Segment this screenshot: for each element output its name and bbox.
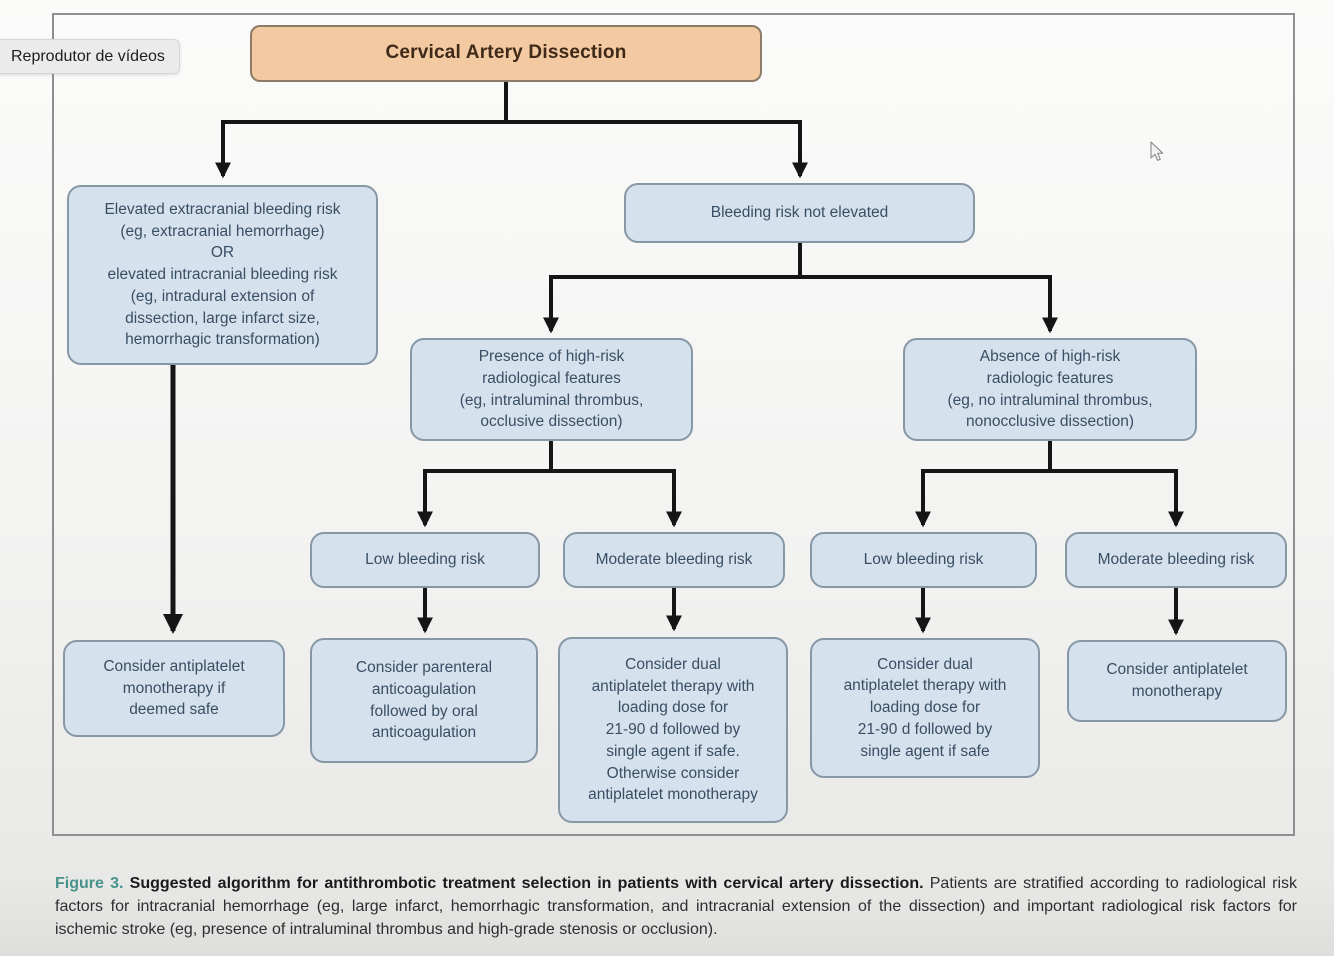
figure-caption-label: Figure 3.	[55, 875, 124, 892]
node-bleeding-risk-not-elevated: Bleeding risk not elevated	[624, 183, 975, 243]
video-player-tooltip-label: Reprodutor de vídeos	[11, 47, 165, 65]
node-moderate-bleeding-risk-left: Moderate bleeding risk	[563, 532, 785, 588]
node-antiplatelet-monotherapy: Consider antiplatelet monotherapy	[1067, 640, 1287, 722]
figure-frame	[52, 13, 1295, 836]
node-dual-antiplatelet-otherwise-mono: Consider dual antiplatelet therapy with …	[558, 637, 788, 823]
figure-caption-title: Suggested algorithm for antithrombotic t…	[123, 875, 924, 892]
node-elevated-bleeding-risk: Elevated extracranial bleeding risk (eg,…	[67, 185, 378, 365]
figure-caption-body: Patients are stratified according to rad…	[55, 875, 1298, 938]
node-antiplatelet-monotherapy-if-safe: Consider antiplatelet monotherapy if dee…	[63, 640, 285, 737]
node-dual-antiplatelet: Consider dual antiplatelet therapy with …	[810, 638, 1040, 778]
node-low-bleeding-risk-right: Low bleeding risk	[810, 532, 1037, 588]
video-player-tooltip: Reprodutor de vídeos	[0, 39, 180, 74]
node-cervical-artery-dissection: Cervical Artery Dissection	[250, 25, 762, 82]
node-moderate-bleeding-risk-right: Moderate bleeding risk	[1065, 532, 1287, 588]
node-parenteral-anticoagulation: Consider parenteral anticoagulation foll…	[310, 638, 538, 763]
figure-caption: Figure 3. Suggested algorithm for antith…	[55, 872, 1297, 941]
mouse-cursor	[1150, 141, 1164, 161]
node-absence-high-risk-features: Absence of high-risk radiologic features…	[903, 338, 1197, 441]
node-presence-high-risk-features: Presence of high-risk radiological featu…	[410, 338, 693, 441]
node-low-bleeding-risk-left: Low bleeding risk	[310, 532, 540, 588]
